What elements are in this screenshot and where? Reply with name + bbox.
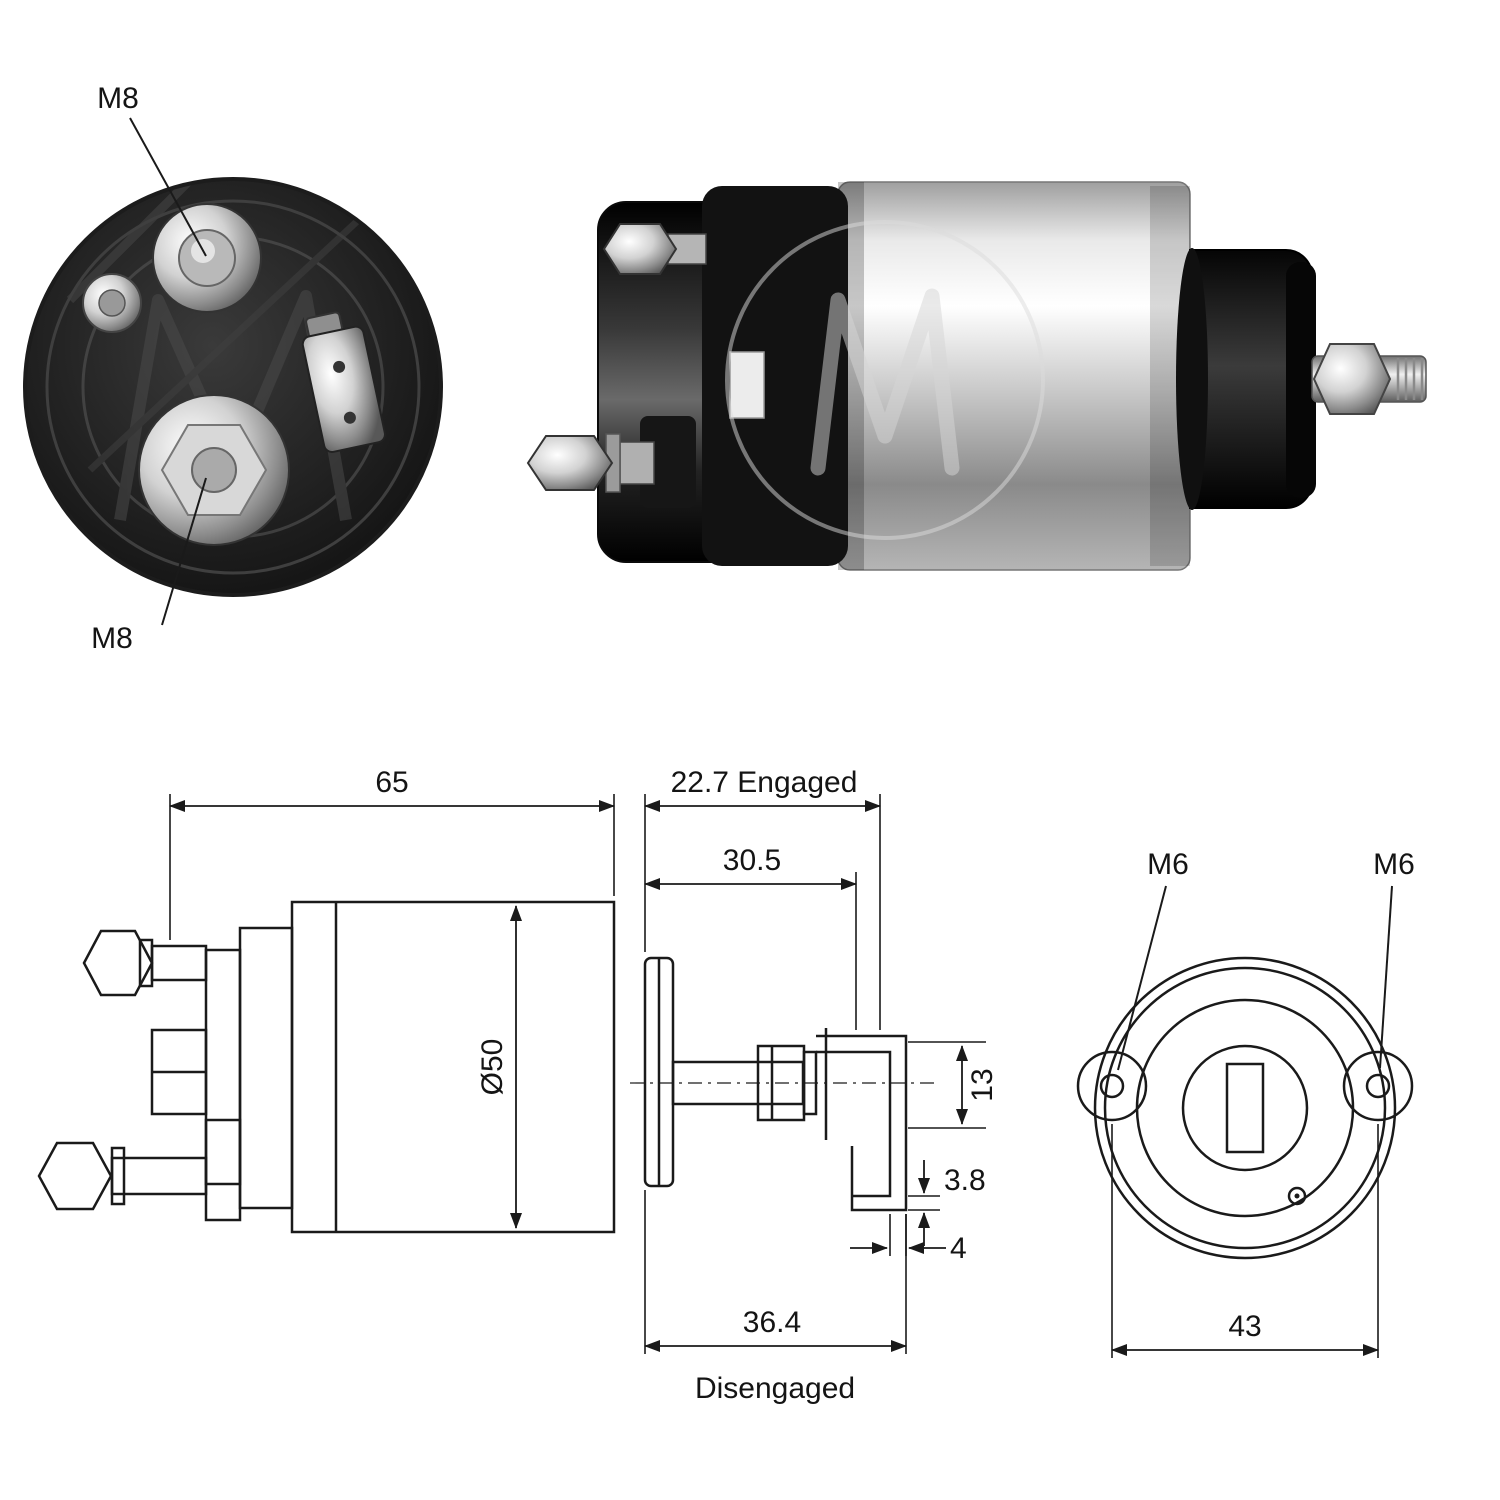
dim-hole-span: 43	[1111, 1124, 1379, 1358]
dim-label-30-5: 30.5	[723, 844, 781, 877]
leader-m6-left	[1117, 885, 1167, 1071]
front-view-part	[1076, 956, 1414, 1260]
dim-body-diameter: Ø50	[476, 905, 522, 1229]
mount-ear-right	[1342, 1050, 1414, 1122]
dim-label-13: 13	[966, 1068, 999, 1101]
dim-label-36-4: 36.4	[743, 1306, 801, 1339]
dim-engaged: 22.7 Engaged	[644, 766, 881, 1030]
leader-m8-bottom	[161, 477, 207, 626]
terminal-stud-small	[82, 273, 142, 333]
dim-label-43: 43	[1228, 1310, 1261, 1343]
drawing-side-section: 65 22.7 Engaged 30.5 Ø50 13	[37, 766, 999, 1405]
brand-watermark-icon	[725, 220, 1045, 540]
dim-disengaged-length: 36.4	[644, 1190, 907, 1354]
mount-hole-left	[1099, 1073, 1125, 1099]
dim-body-length: 65	[169, 766, 615, 940]
terminal-bolt-lower	[526, 416, 696, 508]
photo-solenoid-end-view: M8 M8	[23, 82, 443, 655]
mount-ear-left	[1076, 1050, 1148, 1122]
shaft-nut	[1312, 343, 1392, 415]
dim-label-3-8: 3.8	[944, 1164, 986, 1197]
mount-hole-right	[1365, 1073, 1391, 1099]
photo-solenoid-side-view	[526, 181, 1427, 571]
dim-label-engaged: 22.7 Engaged	[671, 766, 858, 799]
shaft-threads	[1396, 358, 1424, 400]
dim-gap: 4	[850, 1214, 967, 1265]
terminal-stud-top	[152, 203, 262, 313]
terminal-label-top: M8	[97, 82, 139, 115]
dim-label-diameter: Ø50	[476, 1039, 509, 1096]
terminal-label-bottom: M8	[91, 622, 133, 655]
housing-detail-plate	[729, 351, 765, 419]
m6-label-left: M6	[1147, 848, 1189, 881]
side-section-part	[37, 900, 935, 1234]
dim-pin-offset: 13	[908, 1041, 999, 1129]
dim-plate-thickness: 3.8	[908, 1160, 986, 1246]
m6-label-right: M6	[1373, 848, 1415, 881]
dim-label-4: 4	[950, 1232, 967, 1265]
boot-flange	[1176, 248, 1208, 510]
spade-connector	[301, 311, 386, 453]
dim-stroke: 30.5	[644, 844, 857, 1030]
leader-m8-top	[129, 117, 207, 257]
dim-label-65: 65	[375, 766, 408, 799]
terminal-stud-bottom	[138, 394, 290, 546]
solenoid-cylinder	[837, 181, 1191, 571]
drawing-front-view: M6 M6 43	[1076, 848, 1415, 1358]
terminal-bolt-upper	[602, 223, 707, 275]
end-view-rim	[45, 199, 421, 575]
disengaged-label: Disengaged	[695, 1372, 855, 1405]
leader-m6-right	[1379, 885, 1393, 1069]
boot-ridge	[1286, 262, 1316, 498]
